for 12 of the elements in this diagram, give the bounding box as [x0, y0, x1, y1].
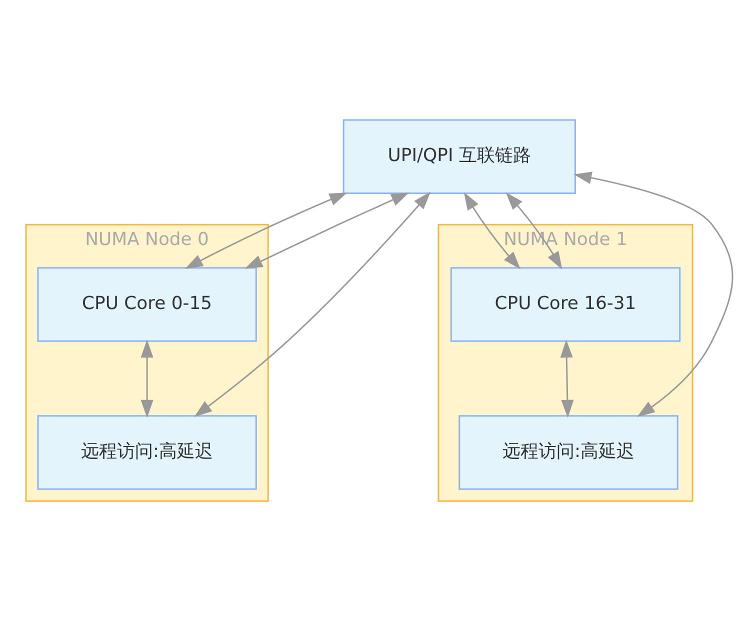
- arrow: [560, 340, 574, 418]
- arrow: [464, 192, 520, 270]
- arrow: [140, 340, 154, 418]
- node-box: 远程访问:高延迟: [37, 415, 257, 490]
- node-box: CPU Core 0-15: [37, 267, 257, 342]
- arrow: [574, 172, 734, 417]
- arrow: [244, 192, 410, 269]
- node-box: UPI/QPI 互联链路: [342, 119, 576, 194]
- arrow: [184, 192, 348, 269]
- node-box: CPU Core 16-31: [450, 267, 681, 342]
- arrow: [194, 192, 431, 417]
- node-box: 远程访问:高延迟: [458, 415, 678, 490]
